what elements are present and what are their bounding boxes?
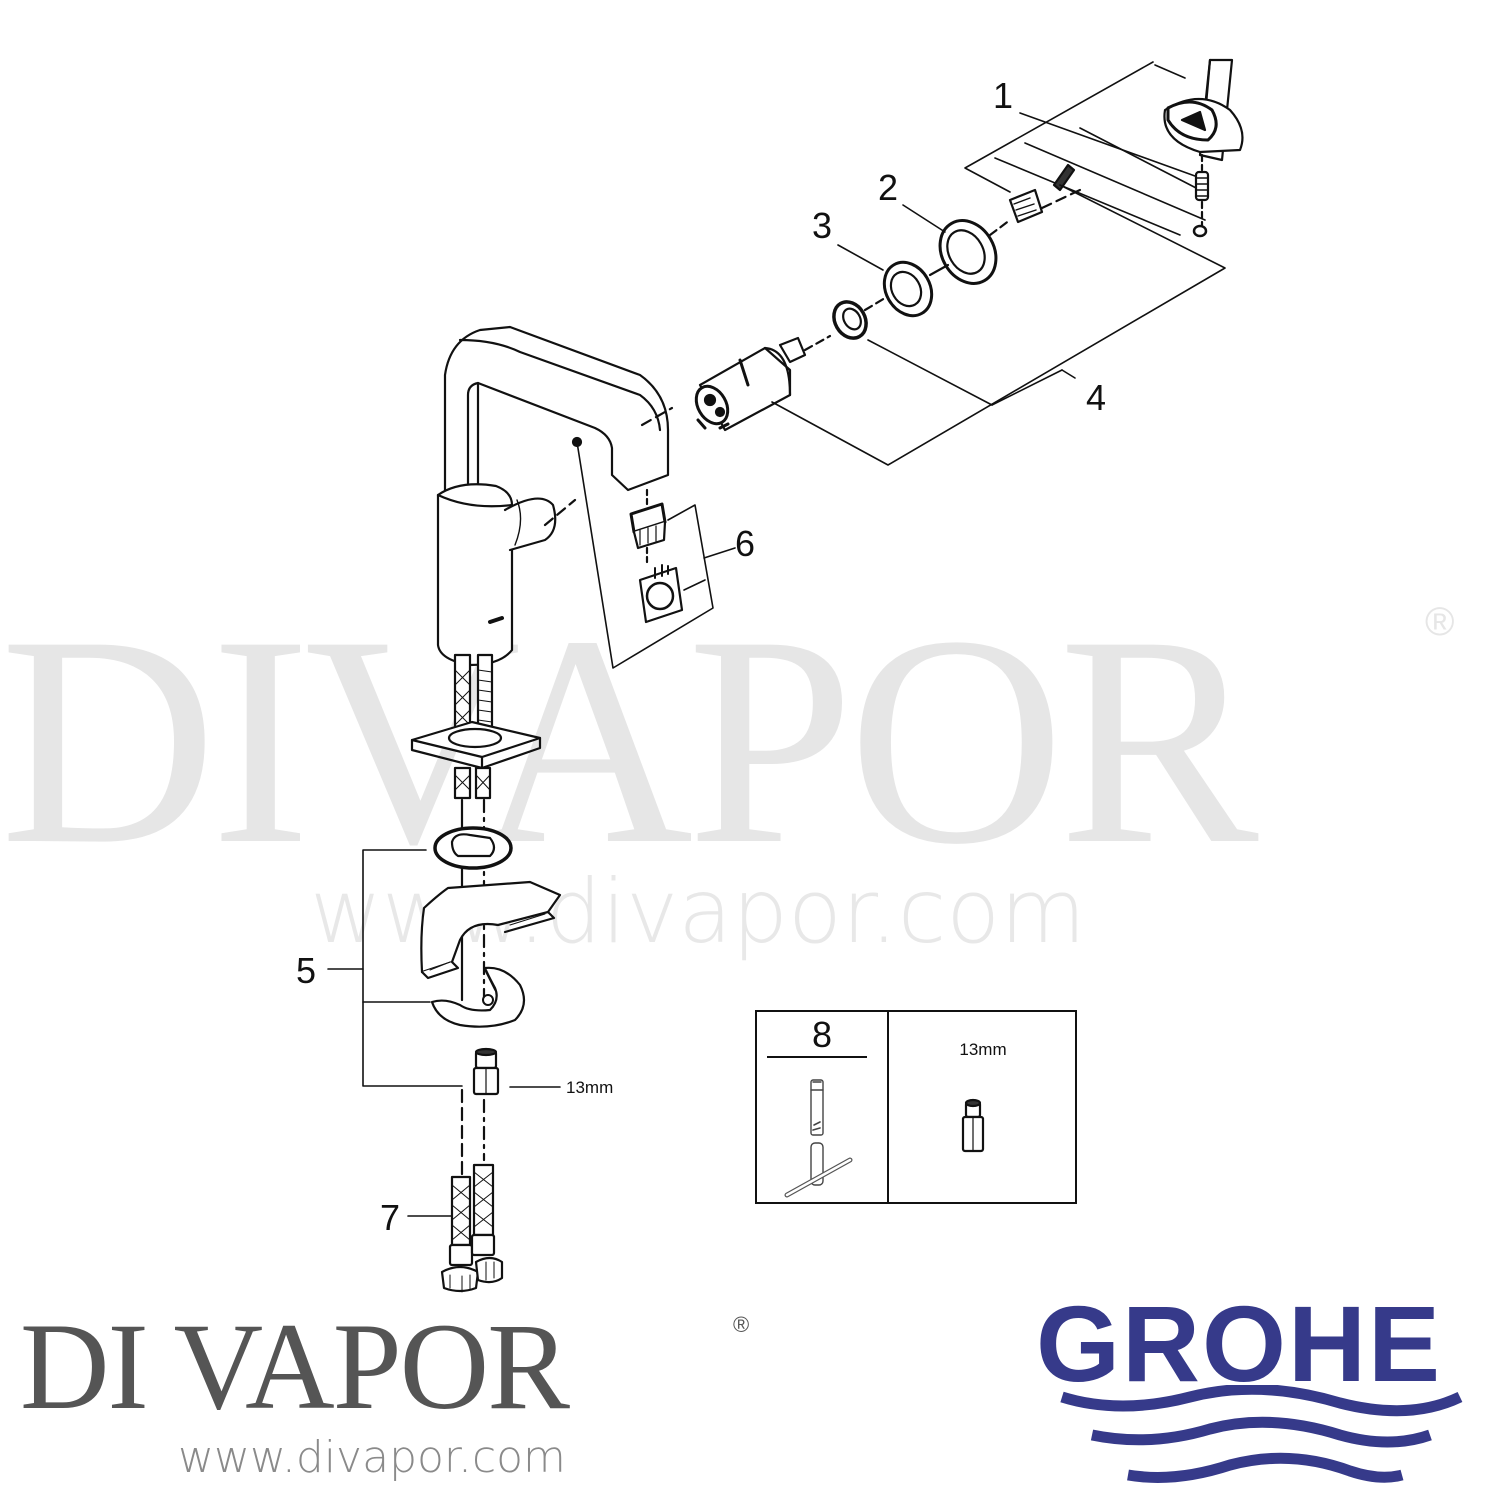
cartridge-icon: [694, 334, 832, 432]
divapor-logo: DI VAPOR: [20, 1298, 570, 1435]
cover-ring-icon: [938, 218, 1012, 285]
tool-box-underline: [767, 1056, 867, 1058]
wrench-size-label: 13mm: [566, 1078, 614, 1097]
escutcheon-plate-icon: [410, 720, 542, 770]
mounting-tool-icon: [784, 1079, 853, 1198]
washer-icon: [433, 826, 513, 870]
handle-lever-icon: [1163, 58, 1244, 162]
watermark-registered-mark: ®: [1425, 600, 1455, 644]
callout-label-3: 3: [812, 205, 833, 246]
tool-info-box: 8 13mm: [755, 1010, 1077, 1204]
supply-hoses-icon: [453, 653, 494, 742]
countertop-section-icon: [420, 880, 562, 980]
callout-label-5: 5: [296, 950, 317, 991]
watermark-divapor: DIVAPOR: [0, 574, 1259, 906]
callout-label-4: 4: [1086, 377, 1107, 418]
divapor-registered-mark: ®: [733, 1312, 750, 1337]
screw-icon: [1052, 163, 1076, 192]
bracket-6: [576, 441, 736, 669]
aerator-icon: [629, 488, 684, 624]
bracket-1: [964, 61, 1206, 236]
divapor-url: www.divapor.com: [178, 1432, 566, 1483]
callout-label-7: 7: [380, 1197, 401, 1238]
grohe-waves-icon: [1060, 1385, 1463, 1483]
callout-label-8: 8: [811, 1014, 833, 1055]
callout-label-6: 6: [735, 523, 756, 564]
flexible-hoses-icon: [440, 1163, 504, 1293]
callout-label-1: 1: [993, 75, 1014, 116]
tool-box-divider: [887, 1012, 889, 1202]
threaded-stud-icon: [472, 1047, 500, 1096]
seal-ring-icon: [832, 296, 887, 340]
callout-label-2: 2: [878, 167, 899, 208]
tool-box-size-label: 13mm: [959, 1040, 1007, 1059]
bracket-5: [327, 849, 561, 1088]
faucet-body-icon: [436, 325, 674, 667]
nut-icon: [1192, 224, 1208, 238]
spring-icon: [1194, 153, 1210, 227]
leader-3: [837, 244, 884, 271]
leader-2: [902, 204, 946, 233]
grohe-logo-text: GROHE: [1036, 1283, 1443, 1404]
socket-adapter-icon: [961, 1098, 985, 1153]
bracket-4: [771, 184, 1226, 466]
threaded-ring-icon: [882, 260, 950, 318]
adapter-icon: [1008, 188, 1082, 224]
clamp-bracket-icon: [430, 966, 526, 1028]
